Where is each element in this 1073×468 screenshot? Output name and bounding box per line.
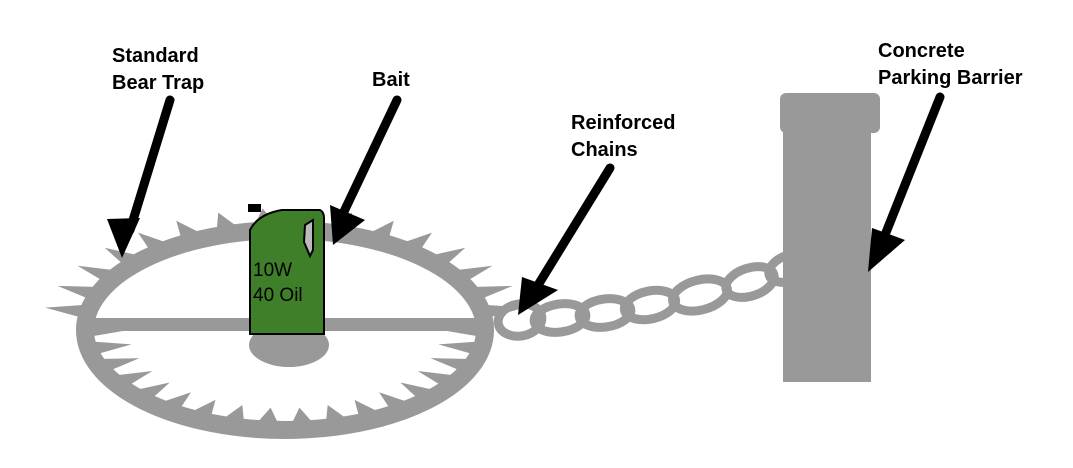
label-bait: Bait <box>372 69 410 91</box>
arrow-to-chains-icon <box>518 163 615 315</box>
arrow-to-trap-icon <box>107 95 175 258</box>
bear-trap <box>45 208 525 439</box>
oil-can-label: 10W 40 Oil <box>253 260 303 306</box>
arrow-to-bait-icon <box>330 95 402 245</box>
trap-tooth <box>127 382 170 403</box>
label-reinforced-chains: Reinforced Chains <box>571 112 676 161</box>
concrete-barrier <box>780 93 880 382</box>
oil-can <box>248 204 325 335</box>
label-standard-bear-trap: Standard Bear Trap <box>112 45 205 94</box>
arrows <box>107 92 945 315</box>
chain <box>493 249 816 341</box>
label-concrete-parking-barrier: Concrete Parking Barrier <box>878 40 1023 89</box>
trap-tooth <box>400 382 443 403</box>
arrow-to-barrier-icon <box>868 92 945 272</box>
